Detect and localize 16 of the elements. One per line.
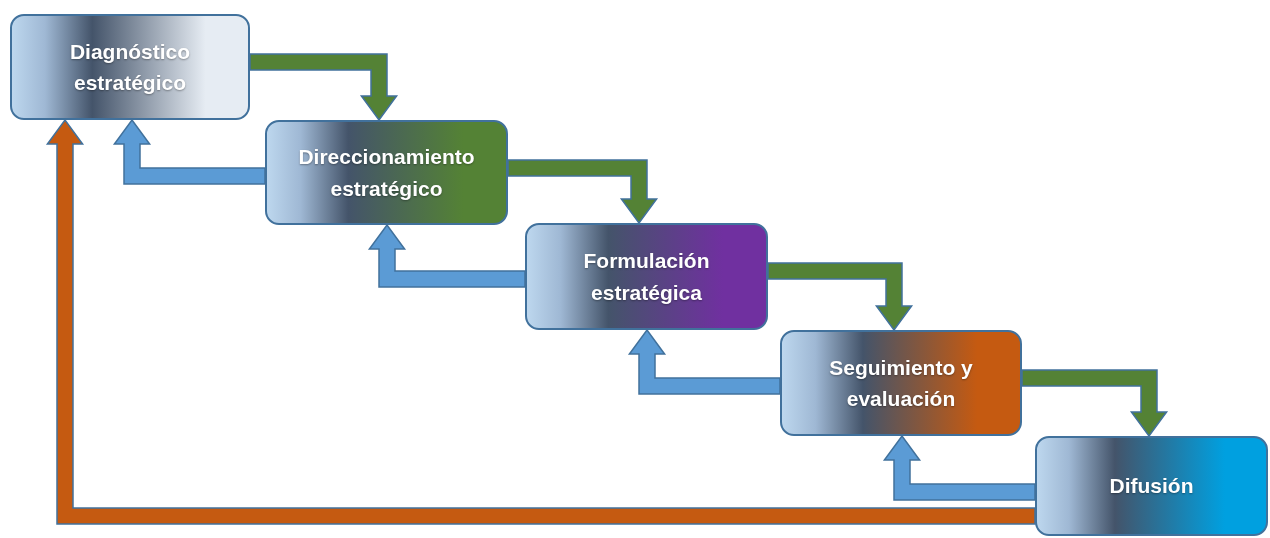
process-box xyxy=(525,223,768,330)
block-arrow xyxy=(767,262,914,332)
process-box xyxy=(10,14,250,120)
process-box xyxy=(780,330,1022,436)
block-arrow xyxy=(507,159,659,225)
block-arrow xyxy=(45,118,1036,525)
block-arrow xyxy=(627,328,781,395)
block-arrow xyxy=(249,53,399,122)
process-box xyxy=(1035,436,1268,536)
block-arrow xyxy=(1021,369,1169,438)
block-arrow xyxy=(112,118,266,185)
process-label: Formulación estratégica xyxy=(582,248,711,306)
process-box xyxy=(265,120,508,225)
block-arrow xyxy=(367,223,526,288)
block-arrow xyxy=(882,434,1036,501)
process-label: Difusión xyxy=(1109,473,1194,500)
